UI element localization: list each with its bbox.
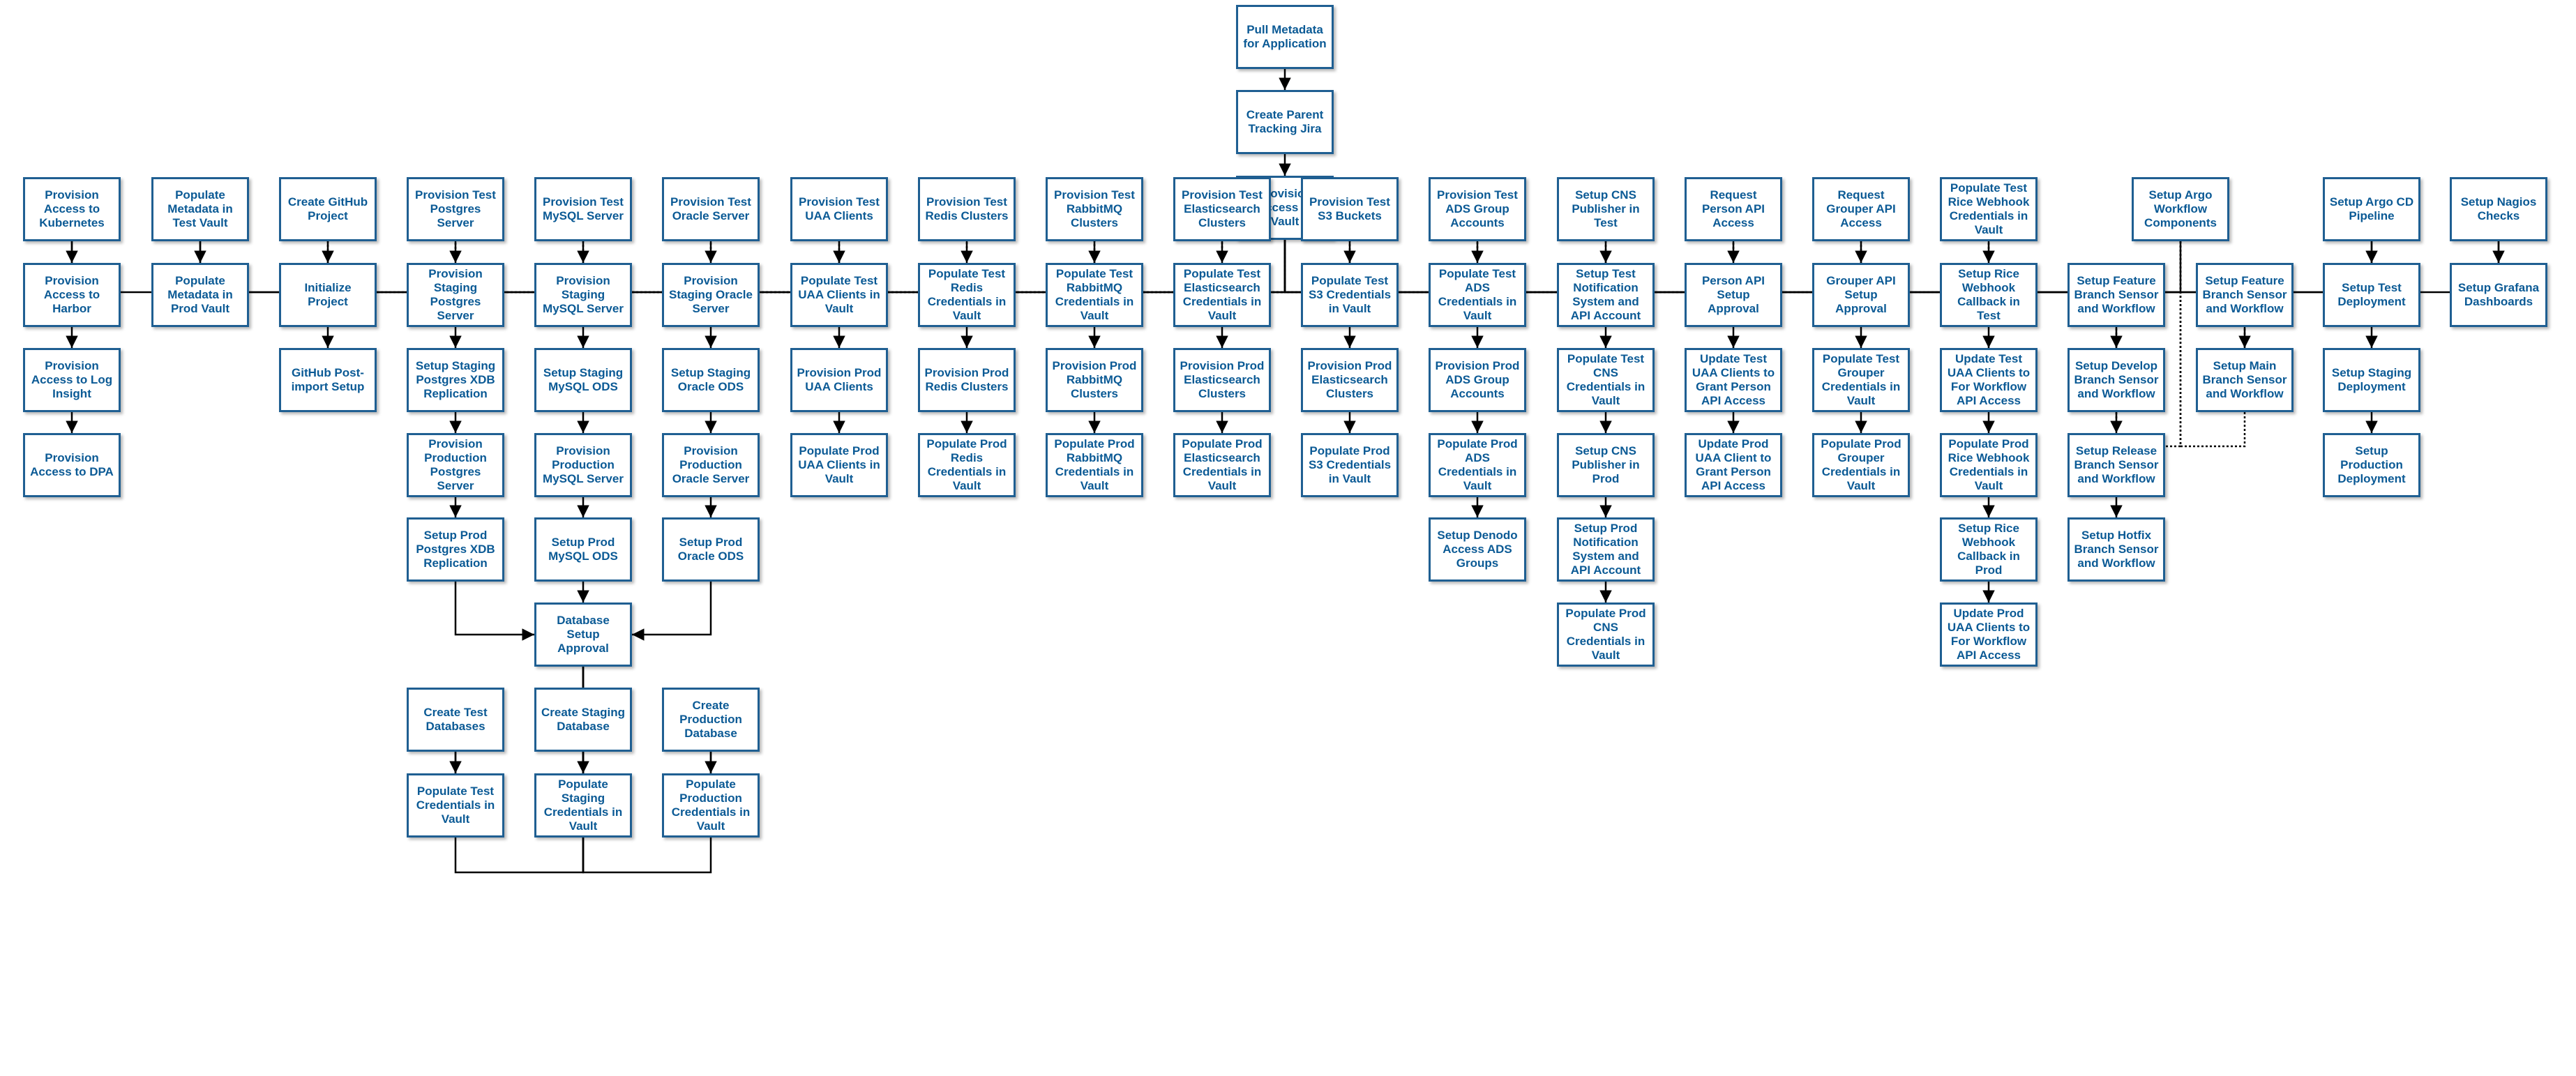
node-ads-test-pop: Populate Test ADS Credentials in Vault	[1429, 263, 1526, 327]
node-ads-denodo: Setup Denodo Access ADS Groups	[1429, 517, 1526, 582]
node-grouper-prod: Populate Prod Grouper Credentials in Vau…	[1812, 433, 1910, 497]
node-my-test: Provision Test MySQL Server	[534, 177, 632, 241]
node-s3-test: Provision Test S3 Buckets	[1301, 177, 1399, 241]
node-uaa-test: Provision Test UAA Clients	[790, 177, 888, 241]
node-rice-prod-uaa: Update Prod UAA Clients to For Workflow …	[1940, 603, 2038, 667]
node-uaa-test-pop: Populate Test UAA Clients in Vault	[790, 263, 888, 327]
node-rmq-test-pop: Populate Test RabbitMQ Credentials in Va…	[1046, 263, 1143, 327]
node-db-approval: Database Setup Approval	[534, 603, 632, 667]
node-redis-test: Provision Test Redis Clusters	[918, 177, 1016, 241]
node-or-ods-staging: Setup Staging Oracle ODS	[662, 348, 760, 412]
node-person-appr: Person API Setup Approval	[1685, 263, 1782, 327]
node-uaa-prod: Provision Prod UAA Clients	[790, 348, 888, 412]
edge-or-ods-prod-to-db-approval	[632, 582, 712, 641]
node-cns-test-notif: Setup Test Notification System and API A…	[1557, 263, 1655, 327]
edge-pg-xdb-prod-to-db-approval	[454, 582, 534, 641]
node-my-prod: Provision Production MySQL Server	[534, 433, 632, 497]
node-rice-prod-pop: Populate Prod Rice Webhook Credentials i…	[1940, 433, 2038, 497]
node-cd-prod: Setup Production Deployment	[2323, 433, 2420, 497]
node-wf-feature-b: Setup Feature Branch Sensor and Workflow	[2196, 263, 2293, 327]
node-cd-test: Setup Test Deployment	[2323, 263, 2420, 327]
node-rmq-test: Provision Test RabbitMQ Clusters	[1046, 177, 1143, 241]
node-grafana: Setup Grafana Dashboards	[2450, 263, 2547, 327]
node-db-test-cred: Populate Test Credentials in Vault	[407, 773, 504, 838]
node-pg-prod: Provision Production Postgres Server	[407, 433, 504, 497]
node-grouper-test: Populate Test Grouper Credentials in Vau…	[1812, 348, 1910, 412]
node-grouper-appr: Grouper API Setup Approval	[1812, 263, 1910, 327]
node-pg-xdb-staging: Setup Staging Postgres XDB Replication	[407, 348, 504, 412]
node-my-ods-prod: Setup Prod MySQL ODS	[534, 517, 632, 582]
node-cd-staging: Setup Staging Deployment	[2323, 348, 2420, 412]
node-db-staging: Create Staging Database	[534, 688, 632, 752]
node-person-prod: Update Prod UAA Client to Grant Person A…	[1685, 433, 1782, 497]
node-cns-test-pop: Populate Test CNS Credentials in Vault	[1557, 348, 1655, 412]
node-es-test: Provision Test Elasticsearch Clusters	[1173, 177, 1271, 241]
node-person-test: Update Test UAA Clients to Grant Person …	[1685, 348, 1782, 412]
node-popmeta-prod: Populate Metadata in Prod Vault	[151, 263, 249, 327]
node-db-test: Create Test Databases	[407, 688, 504, 752]
node-cns-prod-notif: Setup Prod Notification System and API A…	[1557, 517, 1655, 582]
node-jira: Create Parent Tracking Jira	[1236, 90, 1334, 154]
node-rice-test-cb: Setup Rice Webhook Callback in Test	[1940, 263, 2038, 327]
node-wf-feature-a: Setup Feature Branch Sensor and Workflow	[2067, 263, 2165, 327]
node-redis-prod-pop: Populate Prod Redis Credentials in Vault	[918, 433, 1016, 497]
node-rmq-prod: Provision Prod RabbitMQ Clusters	[1046, 348, 1143, 412]
node-or-prod: Provision Production Oracle Server	[662, 433, 760, 497]
node-or-staging: Provision Staging Oracle Server	[662, 263, 760, 327]
node-es-test-pop: Populate Test Elasticsearch Credentials …	[1173, 263, 1271, 327]
node-s3-prod-pop: Populate Prod S3 Credentials in Vault	[1301, 433, 1399, 497]
node-wf-release: Setup Release Branch Sensor and Workflow	[2067, 433, 2165, 497]
node-nagios: Setup Nagios Checks	[2450, 177, 2547, 241]
node-db-prod-cred: Populate Production Credentials in Vault	[662, 773, 760, 838]
node-popmeta-test: Populate Metadata in Test Vault	[151, 177, 249, 241]
node-or-ods-prod: Setup Prod Oracle ODS	[662, 517, 760, 582]
node-argo-cd: Setup Argo CD Pipeline	[2323, 177, 2420, 241]
node-s3-prod: Provision Prod Elasticsearch Clusters	[1301, 348, 1399, 412]
node-es-prod-pop: Populate Prod Elasticsearch Credentials …	[1173, 433, 1271, 497]
node-cns-prod-pop: Populate Prod CNS Credentials in Vault	[1557, 603, 1655, 667]
node-ads-prod: Provision Prod ADS Group Accounts	[1429, 348, 1526, 412]
node-harbor: Provision Access to Harbor	[23, 263, 121, 327]
node-loginsight: Provision Access to Log Insight	[23, 348, 121, 412]
node-pg-xdb-prod: Setup Prod Postgres XDB Replication	[407, 517, 504, 582]
node-wf-hotfix: Setup Hotfix Branch Sensor and Workflow	[2067, 517, 2165, 582]
node-k8s: Provision Access to Kubernetes	[23, 177, 121, 241]
node-rice-prod-cb: Setup Rice Webhook Callback in Prod	[1940, 517, 2038, 582]
node-my-ods-staging: Setup Staging MySQL ODS	[534, 348, 632, 412]
node-db-staging-cred: Populate Staging Credentials in Vault	[534, 773, 632, 838]
node-uaa-prod-pop: Populate Prod UAA Clients in Vault	[790, 433, 888, 497]
node-db-prod: Create Production Database	[662, 688, 760, 752]
node-es-prod: Provision Prod Elasticsearch Clusters	[1173, 348, 1271, 412]
node-grouper-req: Request Grouper API Access	[1812, 177, 1910, 241]
node-my-staging: Provision Staging MySQL Server	[534, 263, 632, 327]
node-rice-test-uaa: Update Test UAA Clients to For Workflow …	[1940, 348, 2038, 412]
node-gh-create: Create GitHub Project	[279, 177, 377, 241]
node-wf-main: Setup Main Branch Sensor and Workflow	[2196, 348, 2293, 412]
node-cns-test: Setup CNS Publisher in Test	[1557, 177, 1655, 241]
node-pg-test: Provision Test Postgres Server	[407, 177, 504, 241]
node-ads-test: Provision Test ADS Group Accounts	[1429, 177, 1526, 241]
node-cns-prod: Setup CNS Publisher in Prod	[1557, 433, 1655, 497]
node-gh-init: Initialize Project	[279, 263, 377, 327]
node-dpa: Provision Access to DPA	[23, 433, 121, 497]
node-pg-staging: Provision Staging Postgres Server	[407, 263, 504, 327]
node-s3-test-pop: Populate Test S3 Credentials in Vault	[1301, 263, 1399, 327]
node-ads-prod-pop: Populate Prod ADS Credentials in Vault	[1429, 433, 1526, 497]
node-person-req: Request Person API Access	[1685, 177, 1782, 241]
node-gh-post: GitHub Post-import Setup	[279, 348, 377, 412]
node-redis-test-pop: Populate Test Redis Credentials in Vault	[918, 263, 1016, 327]
node-or-test: Provision Test Oracle Server	[662, 177, 760, 241]
node-redis-prod: Provision Prod Redis Clusters	[918, 348, 1016, 412]
node-pull: Pull Metadata for Application	[1236, 5, 1334, 69]
node-rmq-prod-pop: Populate Prod RabbitMQ Credentials in Va…	[1046, 433, 1143, 497]
node-argo-wf: Setup Argo Workflow Components	[2132, 177, 2229, 241]
node-wf-develop: Setup Develop Branch Sensor and Workflow	[2067, 348, 2165, 412]
node-rice-test-pop: Populate Test Rice Webhook Credentials i…	[1940, 177, 2038, 241]
